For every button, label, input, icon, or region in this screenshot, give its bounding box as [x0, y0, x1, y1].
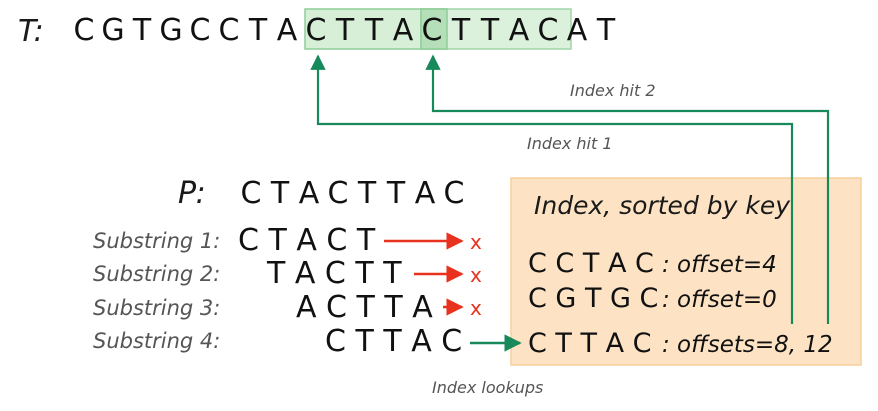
text-letter-3: T	[132, 13, 152, 48]
text-letter-14: T	[451, 13, 471, 48]
pattern-letter-5: T	[357, 176, 377, 211]
text-letter-12: A	[393, 13, 414, 48]
substring-3-seq: A C T T A	[296, 290, 433, 325]
text-letter-17: C	[538, 13, 559, 48]
substring-2-miss-mark: x	[470, 263, 482, 287]
substring-1-seq: C T A C T	[238, 223, 376, 258]
pattern-letter-8: C	[444, 176, 465, 211]
index-title: Index, sorted by key	[534, 191, 791, 220]
substring-4-seq: C T T A C	[325, 324, 462, 359]
pattern-letter-6: T	[386, 176, 406, 211]
substring-3-label: Substring 3:	[93, 296, 220, 320]
text-letter-5: C	[190, 13, 211, 48]
pattern-label: P:	[178, 176, 206, 211]
pattern-letter-4: C	[328, 176, 349, 211]
index-entry-1-value: : offset=4	[662, 252, 777, 278]
index-entry-3-value: : offsets=8, 12	[662, 332, 833, 358]
text-letter-10: T	[335, 13, 355, 48]
text-letter-11: T	[364, 13, 384, 48]
index-entry-2-value: : offset=0	[662, 287, 777, 313]
text-letter-2: G	[101, 13, 124, 48]
pattern-letter-2: T	[270, 176, 290, 211]
text-letter-19: T	[596, 13, 616, 48]
text-letter-1: C	[74, 13, 95, 48]
pattern-letter-1: C	[241, 176, 262, 211]
text-letter-18: A	[567, 13, 588, 48]
index-hit-2-caption: Index hit 2	[570, 81, 656, 100]
text-label: T:	[18, 14, 44, 49]
text-letter-16: A	[509, 13, 530, 48]
text-letter-13: C	[422, 13, 443, 48]
index-entry-3-key: C T T A C	[528, 328, 652, 359]
substring-4-label: Substring 4:	[93, 329, 220, 353]
text-letter-4: G	[159, 13, 182, 48]
text-letter-6: C	[219, 13, 240, 48]
index-hit-2-arrow	[425, 54, 830, 324]
substring-1-miss-mark: x	[470, 230, 482, 254]
text-letter-8: A	[277, 13, 298, 48]
pattern-letter-7: A	[415, 176, 436, 211]
index-box	[510, 177, 862, 366]
pattern-letter-3: A	[299, 176, 320, 211]
text-match-overlap	[420, 8, 448, 50]
index-lookups-caption: Index lookups	[432, 378, 543, 397]
substring-3-miss-mark: x	[470, 296, 482, 320]
text-letter-9: C	[306, 13, 327, 48]
index-entry-2-key: C G T G C	[528, 283, 658, 314]
index-entry-1-key: C C T A C	[528, 248, 654, 279]
substring-2-seq: T A C T T	[266, 256, 402, 291]
text-letter-7: T	[248, 13, 268, 48]
substring-1-label: Substring 1:	[93, 229, 220, 253]
text-letter-15: T	[480, 13, 500, 48]
index-hit-1-arrow	[310, 54, 794, 324]
substring-2-label: Substring 2:	[93, 262, 220, 286]
index-hit-1-caption: Index hit 1	[527, 134, 613, 153]
